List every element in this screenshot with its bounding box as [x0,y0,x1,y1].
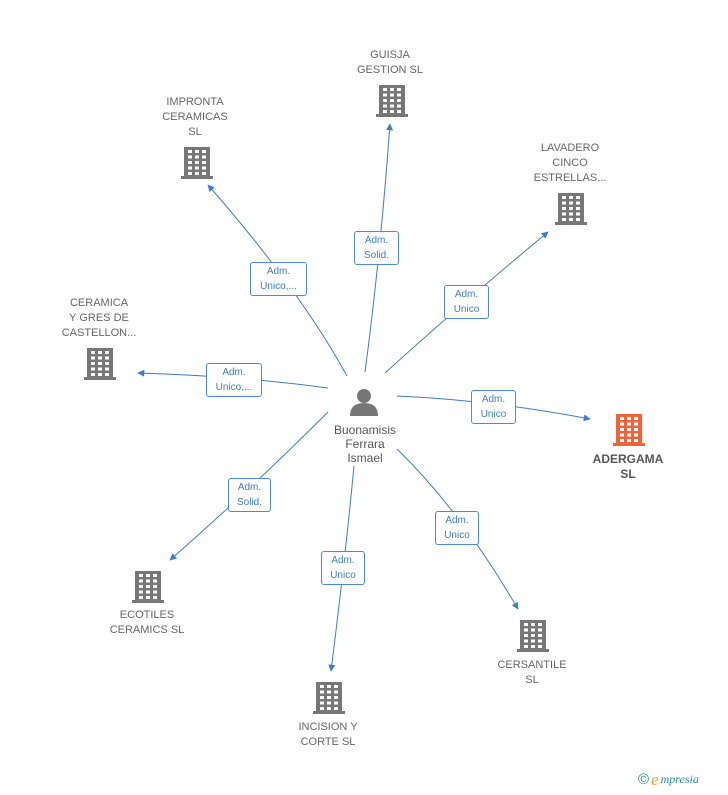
person-icon[interactable] [350,389,378,416]
brand-logo-initial: e [651,769,659,789]
building-icon-cersantile[interactable] [517,620,549,652]
building-icon-impronta[interactable] [181,147,213,179]
building-icon-ecotiles[interactable] [132,571,164,603]
brand-logo-text: mpresia [660,772,699,786]
company-name-ceramica[interactable]: CERAMICA Y GRES DE CASTELLON... [61,297,137,339]
company-name-impronta[interactable]: IMPRONTA CERAMICAS SL [162,96,228,138]
company-name-lavadero[interactable]: LAVADERO CINCO ESTRELLAS... [533,142,607,184]
company-name-cersantile[interactable]: CERSANTILE SL [497,659,567,686]
role-badge-guisja[interactable]: Adm. Solid. [354,231,399,265]
copyright-icon: © [638,770,650,788]
building-icon-incision[interactable] [313,682,345,714]
role-badge-cersantile[interactable]: Adm. Unico [435,511,479,545]
role-badge-adergama[interactable]: Adm. Unico [471,390,516,424]
company-name-ecotiles[interactable]: ECOTILES CERAMICS SL [109,609,185,636]
building-icon-guisja[interactable] [376,85,408,117]
role-badge-ceramica[interactable]: Adm. Unico,... [206,363,262,397]
role-badge-incision[interactable]: Adm. Unico [321,551,365,585]
company-name-guisja[interactable]: GUISJA GESTION SL [356,49,424,76]
company-name-incision[interactable]: INCISION Y CORTE SL [298,721,358,748]
center-person-name[interactable]: Buonamisis Ferrara Ismael [333,423,397,465]
role-badge-impronta[interactable]: Adm. Unico,... [250,262,307,296]
building-icon-adergama[interactable] [613,414,645,446]
role-badge-ecotiles[interactable]: Adm. Solid. [228,478,271,512]
role-badge-lavadero[interactable]: Adm. Unico [444,285,489,319]
building-icon-ceramica[interactable] [84,348,116,380]
building-icon-lavadero[interactable] [555,193,587,225]
empresia-watermark: © e mpresia [638,769,728,789]
company-name-adergama[interactable]: ADERGAMA SL [592,452,664,481]
